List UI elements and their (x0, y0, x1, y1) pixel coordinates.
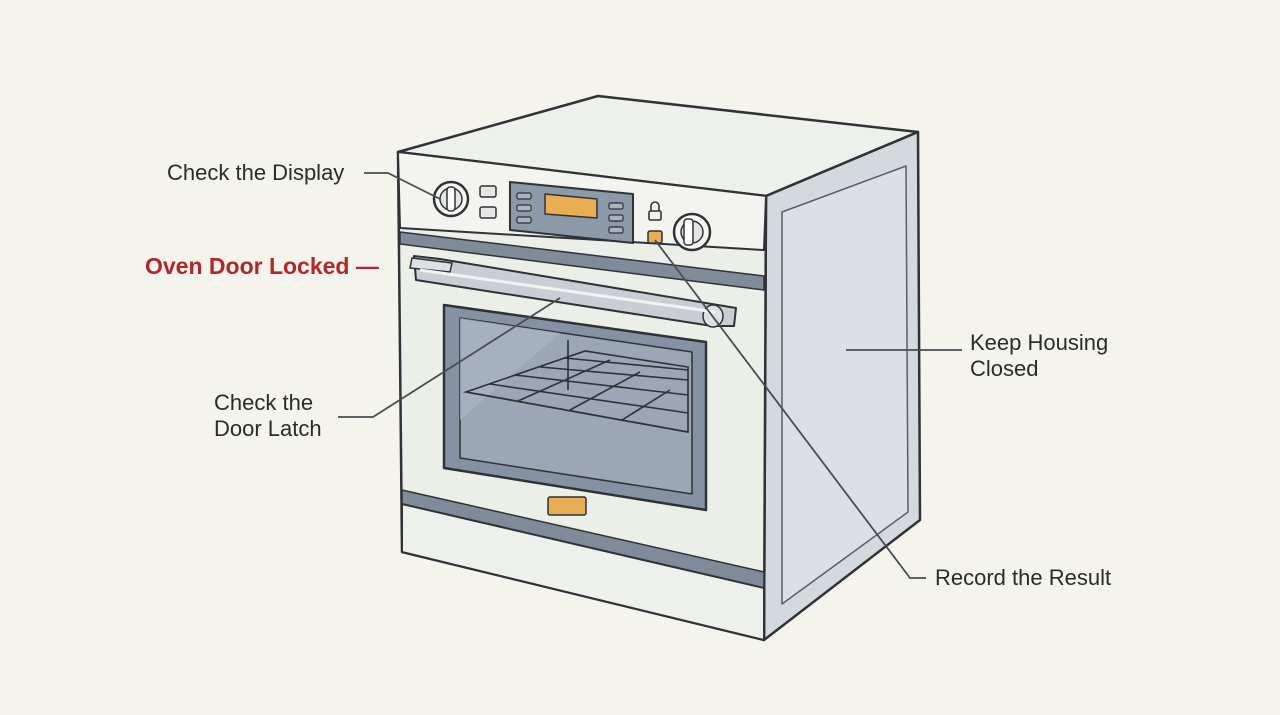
side-panel-inset (781, 165, 909, 605)
callout-keep-housing: Keep Housing Closed (970, 330, 1109, 381)
padlock-icon (648, 201, 662, 221)
display-readout (544, 193, 598, 219)
oven-window-reflection (460, 318, 560, 420)
leader-display (364, 172, 441, 200)
door-handle[interactable] (409, 255, 737, 328)
leader-lines (338, 172, 962, 579)
leader-door-latch (338, 297, 561, 418)
callout-door-latch: Check the Door Latch (214, 390, 322, 441)
control-panel-seam (399, 231, 765, 291)
control-button-top[interactable] (479, 185, 497, 198)
left-dial-knob[interactable] (432, 180, 470, 218)
door-lock-indicator (647, 230, 663, 244)
leader-record-result (654, 239, 926, 579)
oven-rack (462, 340, 689, 433)
storage-drawer (401, 503, 765, 641)
control-button-bottom[interactable] (479, 206, 497, 219)
right-dial-knob[interactable] (672, 212, 712, 252)
callout-door-locked: Oven Door Locked — (145, 253, 379, 279)
display-side-buttons (516, 192, 624, 234)
callout-record-result: Record the Result (935, 565, 1112, 590)
door-bottom-badge (547, 496, 587, 516)
callout-check-display: Check the Display (167, 160, 345, 185)
